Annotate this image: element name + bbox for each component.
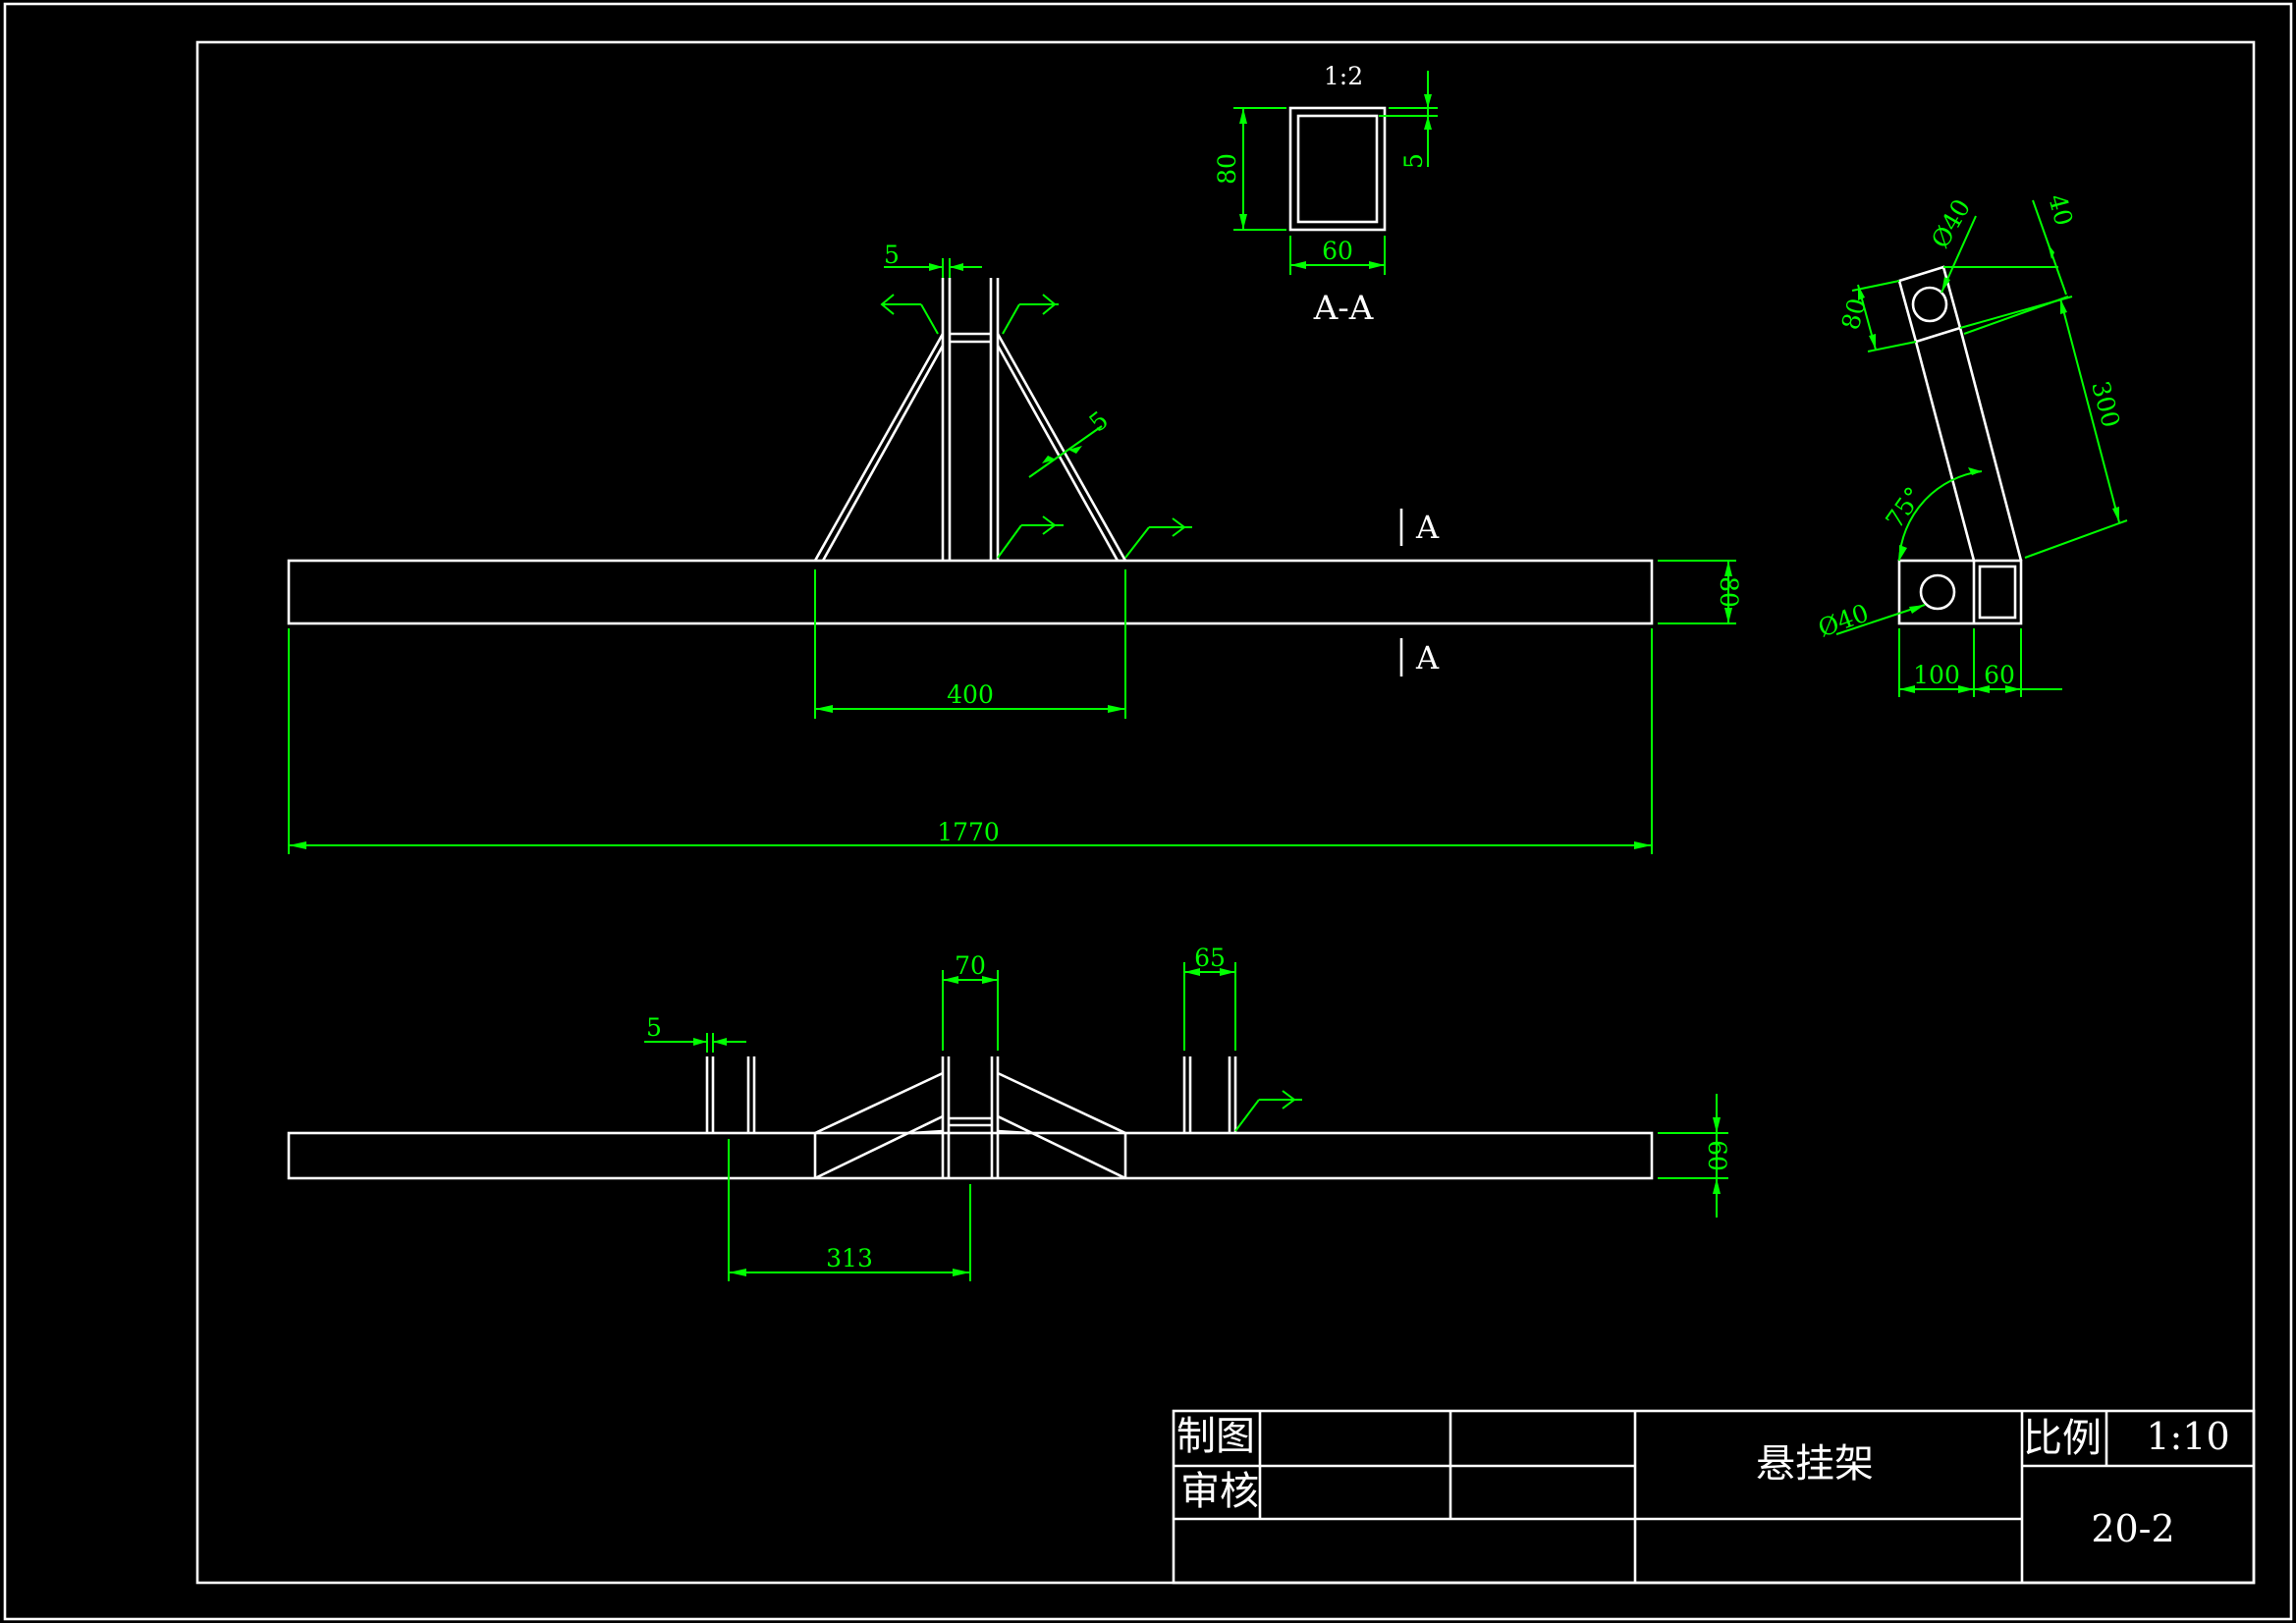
scale-value: 1:10 <box>2146 1415 2229 1458</box>
dim-5-weld: 5 <box>1084 406 1114 438</box>
front-view <box>287 278 1654 625</box>
top-view <box>287 1056 1654 1180</box>
dim-60-top: 60 <box>1703 1140 1731 1171</box>
front-beam <box>287 559 1654 625</box>
dim-400: 400 <box>947 680 994 709</box>
section-title: A-A <box>1313 289 1374 328</box>
drawing-number: 20-2 <box>2091 1507 2174 1550</box>
dim-80-front: 80 <box>1715 576 1743 608</box>
dim-60-side: 60 <box>1984 661 2015 689</box>
top-beam <box>287 1131 1654 1180</box>
dim-40-side: 40 <box>2043 191 2078 229</box>
part-name: 悬挂架 <box>1756 1441 1874 1487</box>
dim-75-angle: 75° <box>1880 482 1928 534</box>
side-hole-bottom <box>1919 573 1956 611</box>
front-brace-right <box>996 333 1127 562</box>
dim-5-front-gap: 5 <box>884 241 900 269</box>
section-aa: 1:2 A-A 80 60 5 <box>1213 62 1438 328</box>
side-arm-top <box>1897 265 1962 344</box>
side-dimensions: 75° 100 60 Ø40 Ø40 80 40 300 <box>1815 191 2128 697</box>
section-marks: A A <box>1399 509 1440 676</box>
top-brace-left <box>814 1071 944 1135</box>
dim-dia40-bottom: Ø40 <box>1815 598 1873 642</box>
dim-80-section: 80 <box>1213 153 1241 185</box>
dim-5-section: 5 <box>1399 153 1428 169</box>
weld-symbol-right <box>1124 517 1192 559</box>
drawn-by-label: 制图 <box>1176 1414 1255 1459</box>
dim-300: 300 <box>2086 378 2125 431</box>
side-hole-top <box>1911 286 1948 323</box>
side-arm-right <box>1958 327 2023 562</box>
dim-60-section: 60 <box>1322 237 1353 265</box>
section-mark-top: A <box>1415 509 1440 546</box>
section-scale: 1:2 <box>1324 62 1363 90</box>
dim-5-top-gap: 5 <box>646 1013 662 1042</box>
outer-border <box>3 2 2293 1621</box>
weld-symbol-top-view <box>1234 1090 1302 1132</box>
top-brace-right <box>997 1071 1126 1135</box>
dim-dia40-top: Ø40 <box>1926 194 1976 253</box>
section-inner <box>1296 114 1379 224</box>
front-brace-left <box>813 333 945 562</box>
title-block: 制图 审核 悬挂架 比例 1:10 20-2 <box>1172 1409 2256 1585</box>
side-arm-left <box>1914 341 1976 562</box>
section-outer <box>1288 106 1387 232</box>
dim-65: 65 <box>1194 944 1226 972</box>
dim-313: 313 <box>826 1244 873 1272</box>
section-mark-bottom: A <box>1415 639 1440 676</box>
checked-by-label: 审核 <box>1180 1469 1259 1514</box>
dim-70: 70 <box>955 951 986 980</box>
dim-1770: 1770 <box>937 818 1000 846</box>
dim-100: 100 <box>1913 661 1960 689</box>
dim-80-side: 80 <box>1836 296 1872 333</box>
top-dimensions: 313 60 5 70 65 <box>644 944 1731 1281</box>
scale-label: 比例 <box>2023 1416 2102 1461</box>
side-base <box>1897 559 2023 625</box>
weld-symbol-top-left <box>880 294 939 335</box>
side-base-tube <box>1978 565 2017 620</box>
front-dimensions: 1770 400 80 5 5 <box>288 241 1743 854</box>
weld-symbol-top-right <box>1002 294 1059 335</box>
weld-symbol-mid <box>997 515 1064 559</box>
